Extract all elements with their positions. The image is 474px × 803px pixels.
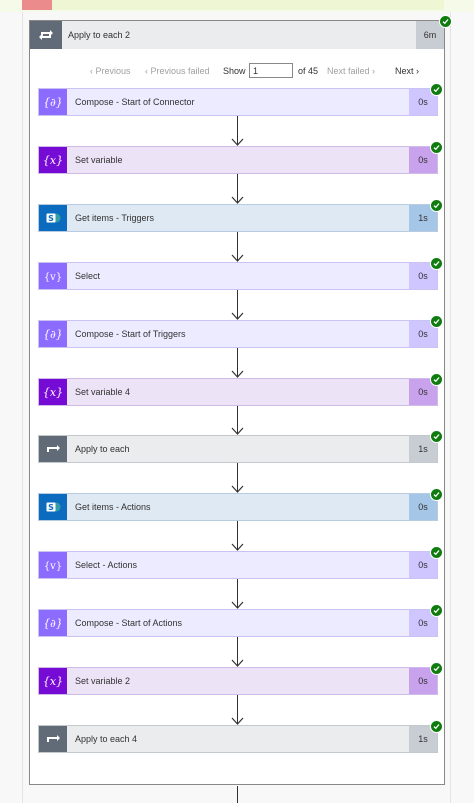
svg-text:{v}: {v} <box>45 272 61 283</box>
next-button[interactable]: Next › <box>395 66 420 76</box>
action-step-label: Set variable 4 <box>75 387 131 397</box>
success-check-icon <box>430 373 443 386</box>
loop-icon <box>30 21 62 49</box>
action-step-label: Get items - Actions <box>75 502 151 512</box>
connector-line-bottom <box>237 786 238 803</box>
previous-failed-button[interactable]: ‹ Previous failed <box>145 66 210 76</box>
svg-text:S: S <box>48 214 54 223</box>
success-check-icon <box>430 257 443 270</box>
success-check-icon <box>430 199 443 212</box>
action-step-label: Set variable <box>75 155 123 165</box>
success-check-icon <box>430 546 443 559</box>
container-duration: 6m <box>416 21 444 49</box>
svg-text:{x}: {x} <box>44 386 62 399</box>
success-check-icon <box>430 315 443 328</box>
svg-text:S: S <box>48 503 54 512</box>
action-step-label: Apply to each 4 <box>75 734 138 744</box>
action-step[interactable]: {x}Set variable 40s <box>38 378 438 406</box>
succeeded-run-marker <box>52 0 444 10</box>
canvas-divider-right <box>450 12 451 803</box>
iteration-count: of 45 <box>298 66 319 76</box>
action-step-label: Select <box>75 271 101 281</box>
variable-icon: {x} <box>39 668 67 694</box>
success-check-icon <box>430 83 443 96</box>
action-step-label: Compose - Start of Actions <box>75 618 183 628</box>
svg-text:{∂}: {∂} <box>45 328 61 341</box>
select-icon: {v} <box>39 552 67 578</box>
failed-run-marker <box>22 0 52 10</box>
action-step[interactable]: {x}Set variable 20s <box>38 667 438 695</box>
container-header[interactable]: Apply to each 2 6m <box>30 21 444 49</box>
success-check-icon <box>430 430 443 443</box>
previous-button[interactable]: ‹ Previous <box>90 66 131 76</box>
action-step-label: Compose - Start of Connector <box>75 97 195 107</box>
success-check-icon <box>430 141 443 154</box>
top-status-strip <box>0 0 474 12</box>
success-check-icon <box>430 604 443 617</box>
action-step-label: Compose - Start of Triggers <box>75 329 186 339</box>
container-title: Apply to each 2 <box>68 30 131 40</box>
sharepoint-icon: S <box>39 205 67 231</box>
show-label: Show <box>223 66 246 76</box>
next-failed-button[interactable]: Next failed › <box>327 66 376 76</box>
canvas-divider-left <box>22 12 23 803</box>
svg-text:{v}: {v} <box>45 561 61 572</box>
sharepoint-icon: S <box>39 494 67 520</box>
svg-text:{x}: {x} <box>44 154 62 167</box>
svg-text:{∂}: {∂} <box>45 96 61 109</box>
success-check-icon <box>430 488 443 501</box>
iteration-input[interactable] <box>249 63 293 78</box>
svg-text:{∂}: {∂} <box>45 617 61 630</box>
action-step-label: Apply to each <box>75 444 130 454</box>
svg-text:{x}: {x} <box>44 675 62 688</box>
compose-icon: {∂} <box>39 89 67 115</box>
select-icon: {v} <box>39 263 67 289</box>
success-check-icon <box>430 720 443 733</box>
success-check-icon <box>430 662 443 675</box>
iteration-pager: ‹ Previous ‹ Previous failed Show of 45 … <box>30 63 444 79</box>
loop-icon <box>39 436 67 462</box>
container-success-icon <box>439 15 452 28</box>
loop-icon <box>39 726 67 752</box>
action-step-label: Get items - Triggers <box>75 213 155 223</box>
compose-icon: {∂} <box>39 610 67 636</box>
action-step-label: Select - Actions <box>75 560 138 570</box>
action-step-label: Set variable 2 <box>75 676 131 686</box>
variable-icon: {x} <box>39 147 67 173</box>
compose-icon: {∂} <box>39 321 67 347</box>
variable-icon: {x} <box>39 379 67 405</box>
